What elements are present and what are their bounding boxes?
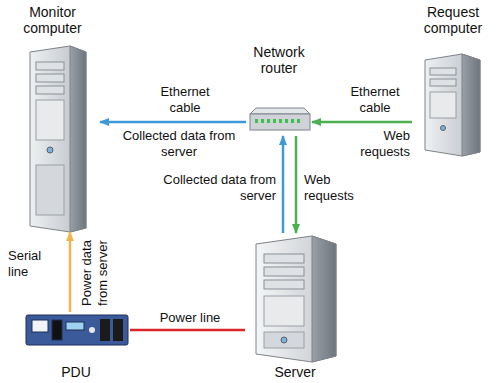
pdu-unit	[26, 315, 128, 345]
annotation: Web requests	[346, 128, 410, 160]
edge-label: Collected data from server	[158, 172, 276, 204]
edge-label: Ethernet cable	[150, 84, 220, 116]
connector	[130, 329, 245, 332]
node-label: Request computer	[412, 4, 494, 36]
connector	[100, 121, 246, 124]
request-computer: Request computer	[412, 4, 494, 160]
edge-label: Ethernet cable	[340, 84, 410, 116]
request-tower	[425, 54, 480, 156]
edge-label: Web requests	[304, 172, 366, 204]
node-label: Network router	[246, 44, 312, 76]
edge-label: Power line	[140, 310, 240, 326]
monitor-computer: Monitor computer	[5, 4, 100, 232]
connector	[69, 232, 72, 312]
connector	[312, 121, 412, 124]
node-label: Monitor computer	[5, 4, 100, 36]
annotation: Power data from server	[79, 233, 111, 313]
connector	[295, 136, 298, 233]
pdu: PDU	[22, 312, 130, 380]
server-tower	[256, 236, 336, 362]
monitor-tower	[30, 46, 86, 232]
edge-label: Serial line	[8, 248, 58, 280]
router-box	[250, 108, 310, 130]
node-label: Server	[245, 364, 345, 380]
server: Server	[245, 233, 345, 380]
network-router: Network router	[246, 44, 312, 136]
annotation: Collected data from server	[116, 128, 242, 160]
node-label: PDU	[22, 364, 130, 380]
connector	[282, 136, 285, 233]
